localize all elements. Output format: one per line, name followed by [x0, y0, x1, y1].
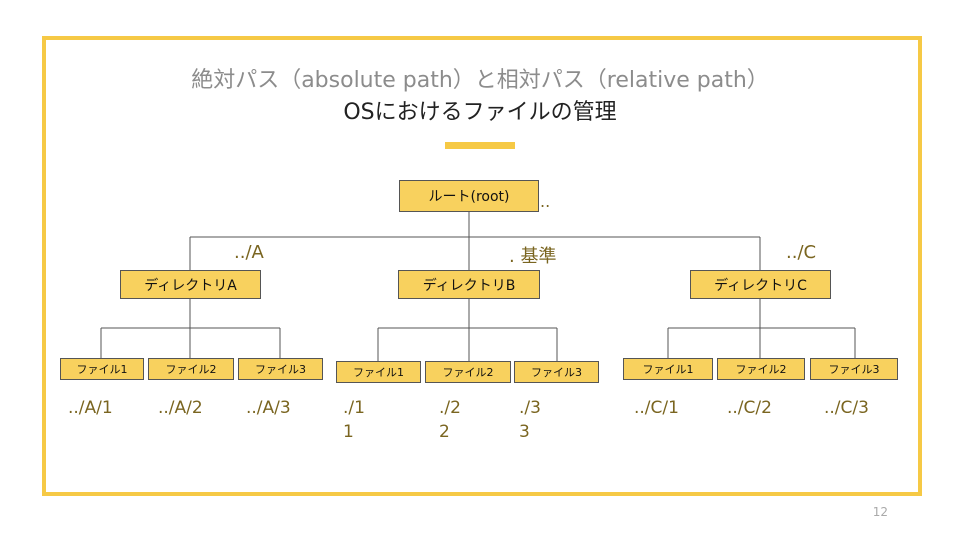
path-a2: ../A/2 — [158, 398, 203, 418]
file-b3: ファイル3 — [514, 361, 599, 383]
file-c2: ファイル2 — [717, 358, 805, 380]
directory-b: ディレクトリB — [398, 270, 540, 299]
file-a1: ファイル1 — [60, 358, 144, 380]
file-a3: ファイル3 — [238, 358, 323, 380]
file-b1: ファイル1 — [336, 361, 421, 383]
file-c3: ファイル3 — [810, 358, 898, 380]
page-number: 12 — [872, 505, 888, 519]
file-c1: ファイル1 — [623, 358, 713, 380]
slide-frame — [42, 36, 922, 496]
path-b3: ./3 3 — [519, 398, 541, 442]
path-a3: ../A/3 — [246, 398, 291, 418]
dir-a-rel-label: ../A — [234, 242, 264, 263]
slide-title: 絶対パス（absolute path）と相対パス（relative path） — [191, 68, 769, 93]
title-accent-bar — [445, 142, 515, 149]
path-c3: ../C/3 — [824, 398, 869, 418]
file-a2: ファイル2 — [148, 358, 234, 380]
dir-c-rel-label: ../C — [786, 242, 817, 263]
slide-subtitle: OSにおけるファイルの管理 — [343, 100, 617, 125]
path-c1: ../C/1 — [634, 398, 679, 418]
path-b2: ./2 2 — [439, 398, 461, 442]
dir-b-rel-label: . 基準 — [509, 246, 557, 267]
root-rel-label: .. — [540, 192, 551, 211]
root-node: ルート(root) — [399, 180, 539, 212]
file-b2: ファイル2 — [425, 361, 511, 383]
directory-a: ディレクトリA — [120, 270, 261, 299]
path-b1: ./1 1 — [343, 398, 365, 442]
path-c2: ../C/2 — [727, 398, 772, 418]
directory-c: ディレクトリC — [690, 270, 831, 299]
path-a1: ../A/1 — [68, 398, 113, 418]
